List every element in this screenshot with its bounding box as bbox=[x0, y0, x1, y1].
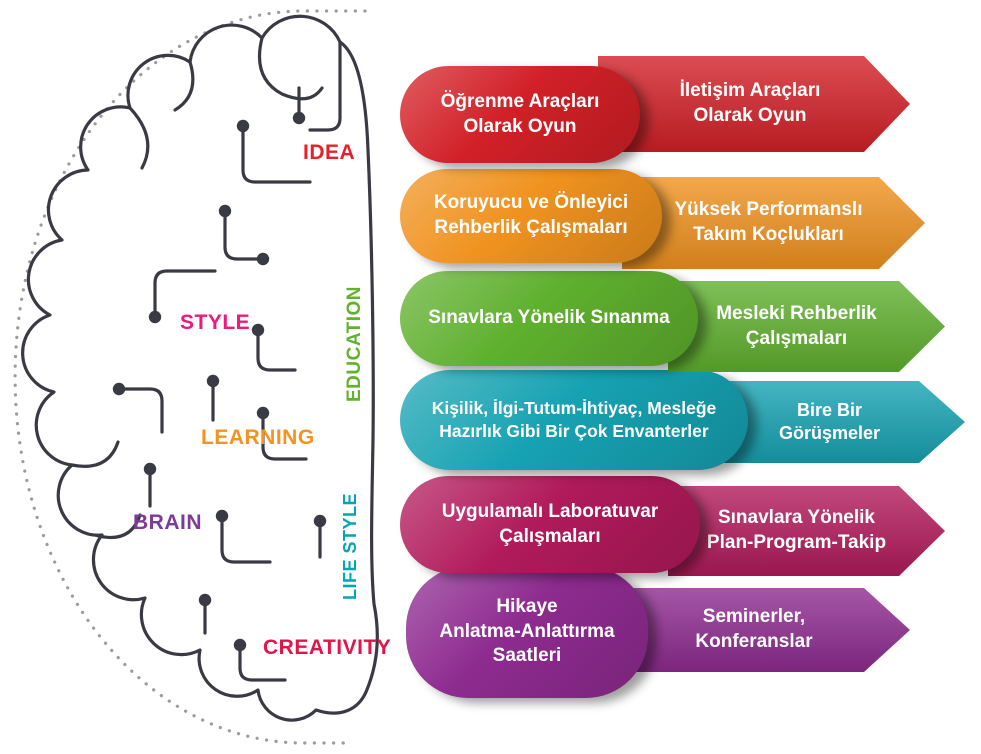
label-education: EDUCATION bbox=[344, 285, 365, 402]
banner-iletisim-araclari-olarak-oyun: İletişim Araçları Olarak Oyun bbox=[598, 56, 910, 152]
node-dot bbox=[251, 323, 265, 337]
label-brain: BRAIN bbox=[133, 511, 202, 534]
banner-label: Sınavlara Yönelik Sınanma bbox=[428, 307, 670, 329]
banner-label: Yüksek Performanslı Takım Koçlukları bbox=[674, 199, 863, 245]
node-dot bbox=[236, 119, 250, 133]
label-style: STYLE bbox=[180, 311, 251, 334]
banner-label: Bire Bir Görüşmeler bbox=[778, 399, 881, 443]
banner-label: Sınavlara Yönelik Plan-Program-Takip bbox=[706, 507, 887, 553]
node-dot bbox=[218, 204, 232, 218]
banner-label: Kişilik, İlgi-Tutum-İhtiyaç, Mesleğe Haz… bbox=[431, 398, 717, 441]
banner-label: Seminerler, Konferanslar bbox=[695, 606, 813, 652]
banner-seminerler-konferanslar: Seminerler, Konferanslar bbox=[618, 588, 910, 672]
node-dot bbox=[313, 514, 327, 528]
banner-yuksek-performansli-takim-kocluklari: Yüksek Performanslı Takım Koçlukları bbox=[622, 177, 925, 269]
label-learning: LEARNING bbox=[201, 426, 315, 449]
brain-illustration bbox=[13, 9, 379, 745]
banner-ogrenme-araclari-olarak-oyun: Öğrenme Araçları Olarak Oyun bbox=[400, 66, 640, 163]
banner-sinavlara-yonelik-sinanma: Sınavlara Yönelik Sınanma bbox=[400, 271, 698, 366]
brain-linework bbox=[21, 14, 379, 722]
banner-label: Uygulamalı Laboratuvar Çalışmaları bbox=[441, 500, 659, 547]
banner-uygulamali-laboratuvar: Uygulamalı Laboratuvar Çalışmaları bbox=[400, 476, 700, 573]
node-dot bbox=[292, 111, 306, 125]
node-dot bbox=[148, 310, 162, 324]
banner-label: İletişim Araçları Olarak Oyun bbox=[679, 80, 821, 126]
banner-label: Öğrenme Araçları Olarak Oyun bbox=[440, 90, 600, 137]
node-dot bbox=[143, 462, 157, 476]
node-dot bbox=[215, 509, 229, 523]
banner-koruyucu-onleyici-rehberlik: Koruyucu ve Önleyici Rehberlik Çalışmala… bbox=[400, 169, 662, 263]
banner-bire-bir-gorusmeler: Bire Bir Görüşmeler bbox=[716, 381, 965, 463]
node-dot bbox=[198, 593, 212, 607]
node-dot bbox=[233, 638, 247, 652]
banner-kisilik-envanterler: Kişilik, İlgi-Tutum-İhtiyaç, Mesleğe Haz… bbox=[400, 370, 748, 470]
node-dot bbox=[206, 374, 220, 388]
label-life-style: LIFE STYLE bbox=[340, 492, 360, 600]
brain-outline bbox=[21, 14, 379, 722]
banner-label: Koruyucu ve Önleyici Rehberlik Çalışmala… bbox=[433, 192, 629, 238]
node-dot bbox=[112, 382, 126, 396]
banner-mesleki-rehberlik-calismalari: Mesleki Rehberlik Çalışmaları bbox=[668, 281, 945, 372]
circuit-nodes bbox=[112, 111, 327, 652]
banner-label: Hikaye Anlatma-Anlattırma Saatleri bbox=[439, 595, 615, 667]
label-creativity: CREATIVITY bbox=[263, 636, 392, 659]
node-dot bbox=[256, 406, 270, 420]
banner-plan-program-takip: Sınavlara Yönelik Plan-Program-Takip bbox=[668, 486, 945, 576]
banner-hikaye-anlatma-saatleri: Hikaye Anlatma-Anlattırma Saatleri bbox=[406, 566, 648, 698]
dotted-arc bbox=[13, 9, 367, 745]
banner-label: Mesleki Rehberlik Çalışmaları bbox=[716, 302, 877, 349]
circuit-traces bbox=[70, 36, 342, 682]
node-dot bbox=[256, 252, 270, 266]
label-idea: IDEA bbox=[303, 141, 356, 164]
